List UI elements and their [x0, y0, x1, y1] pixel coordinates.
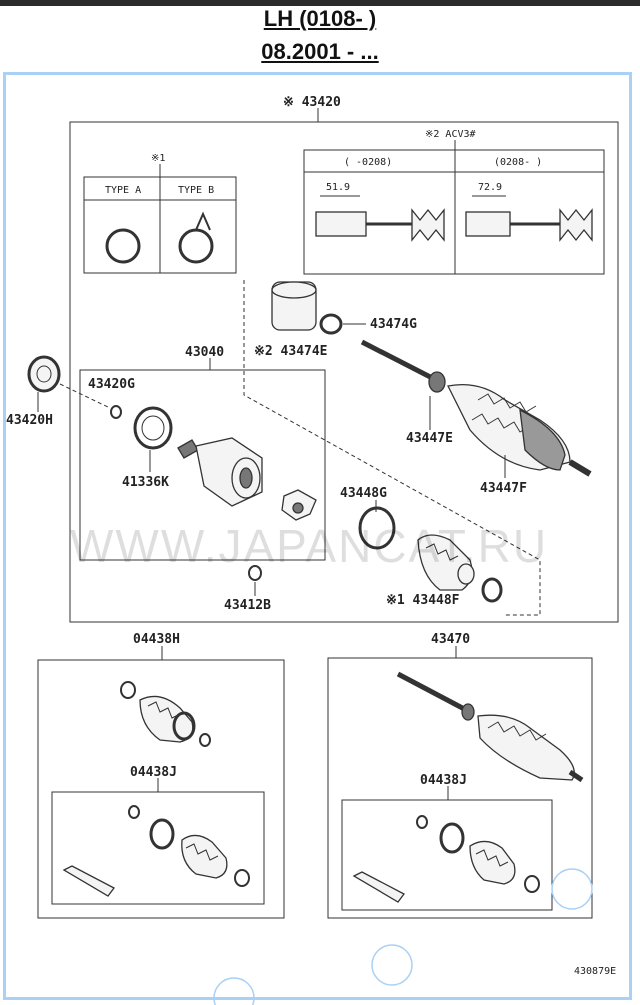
- label-04438h[interactable]: 04438H: [133, 632, 180, 647]
- label-43447e[interactable]: 43447E: [406, 431, 453, 446]
- part-43420h-icon[interactable]: [27, 355, 61, 393]
- touch-indicator-icon: [213, 977, 255, 1005]
- label-43448g[interactable]: 43448G: [340, 486, 387, 501]
- clamp-type-a-icon: [105, 228, 141, 264]
- dim-1: 51.9: [326, 182, 350, 193]
- status-bar: [0, 0, 640, 6]
- label-43470[interactable]: 43470: [431, 632, 470, 647]
- part-43420g-icon[interactable]: [110, 405, 122, 419]
- touch-indicator-icon: [371, 944, 413, 986]
- diagram-frame: [3, 72, 632, 1000]
- label-43412b[interactable]: 43412B: [224, 598, 271, 613]
- box-04438j-right: [341, 799, 553, 911]
- grease-pack-right-icon[interactable]: [352, 871, 405, 903]
- box-43470: [327, 657, 593, 919]
- dim-2: 72.9: [478, 182, 502, 193]
- label-04438j-left[interactable]: 04438J: [130, 765, 177, 780]
- dashed-group-outline: [243, 280, 541, 616]
- label-43474g[interactable]: 43474G: [370, 317, 417, 332]
- boot-04438j-left-icon[interactable]: [181, 834, 228, 879]
- label-43040[interactable]: 43040: [185, 345, 224, 360]
- label-43448f[interactable]: ※1 43448F: [386, 593, 460, 608]
- label-43474e[interactable]: ※2 43474E: [254, 344, 328, 359]
- box-43040: [79, 369, 326, 561]
- note-2: ※2 ACV3#: [425, 129, 476, 140]
- label-43420g[interactable]: 43420G: [88, 377, 135, 392]
- range-1: ( -0208): [344, 157, 392, 168]
- drive-shaft-43470-icon[interactable]: [396, 671, 472, 715]
- page-title-line-2[interactable]: 08.2001 - ...: [261, 39, 379, 64]
- box-04438h: [37, 659, 285, 919]
- part-43474g-icon[interactable]: [319, 313, 343, 335]
- acv3-box: [303, 149, 605, 275]
- note-1: ※1: [151, 153, 165, 164]
- range-2: (0208- ): [494, 157, 542, 168]
- boot-04438h-icon[interactable]: [139, 695, 194, 743]
- touch-indicator-icon: [551, 868, 593, 910]
- drive-shaft-icon[interactable]: [360, 339, 442, 385]
- drawing-code: 430879E: [574, 966, 616, 977]
- watermark: WWW.JAPANCAT.RU: [70, 520, 548, 572]
- type-a-label: TYPE A: [105, 185, 141, 196]
- type-b-label: TYPE B: [178, 185, 214, 196]
- clamp-type-b-icon: [178, 228, 214, 264]
- part-41336k-icon[interactable]: [133, 406, 173, 450]
- label-04438j-right[interactable]: 04438J: [420, 773, 467, 788]
- label-43420[interactable]: ※ 43420: [283, 95, 341, 110]
- main-assembly-box: [69, 121, 619, 623]
- grease-pack-left-icon[interactable]: [62, 865, 115, 897]
- boot-04438j-right-icon[interactable]: [469, 840, 516, 885]
- part-43412b-icon[interactable]: [248, 565, 262, 581]
- label-41336k[interactable]: 41336K: [122, 475, 169, 490]
- label-43447f[interactable]: 43447F: [480, 481, 527, 496]
- label-43420h[interactable]: 43420H: [6, 413, 53, 428]
- part-43448g-icon[interactable]: [358, 506, 396, 550]
- page-title-line-1[interactable]: LH (0108- ): [263, 6, 377, 31]
